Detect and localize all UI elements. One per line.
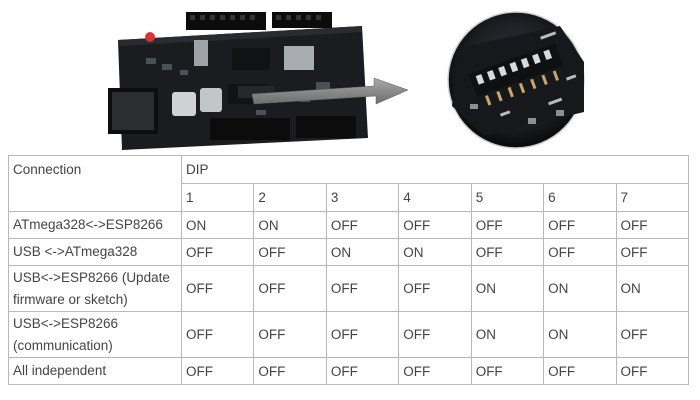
table-header-row: Connection DIP	[8, 155, 689, 212]
row-label: USB<->ESP8266 (communication)	[8, 311, 182, 358]
dip-state: OFF	[325, 265, 400, 312]
dip-state: OFF	[543, 238, 617, 266]
pointer-arrow	[251, 77, 409, 105]
dip-state: OFF	[615, 238, 690, 266]
dip-state: OFF	[253, 265, 327, 312]
dip-number: 6	[543, 183, 617, 212]
dip-state: OFF	[325, 357, 400, 385]
dip-state: OFF	[615, 211, 690, 239]
dip-state: ON	[325, 238, 400, 266]
dip-state: OFF	[180, 357, 255, 385]
board-photo	[108, 12, 368, 150]
dip-state: OFF	[180, 238, 255, 266]
dip-switch-table: Connection DIP 1 2 3 4 5 6 7 ATmega328<-…	[8, 155, 690, 385]
dip-number: 3	[325, 183, 400, 212]
dip-state: ON	[543, 265, 617, 312]
dip-state: OFF	[253, 311, 327, 358]
row-label: USB <->ATmega328	[8, 238, 182, 266]
dip-state: ON	[470, 311, 545, 358]
dip-state: OFF	[180, 311, 255, 358]
dip-state: OFF	[543, 357, 617, 385]
table-row: USB<->ESP8266 (Update firmware or sketch…	[8, 265, 690, 312]
row-label: USB<->ESP8266 (Update firmware or sketch…	[8, 265, 182, 312]
table-row: USB <->ATmega328 OFF OFF ON ON OFF OFF O…	[8, 238, 690, 266]
dip-zoom-photo	[447, 11, 585, 149]
dip-state: OFF	[325, 211, 400, 239]
dip-state: OFF	[253, 357, 327, 385]
dip-state: OFF	[615, 357, 690, 385]
board-illustration	[108, 11, 585, 150]
dip-state: ON	[470, 265, 545, 312]
table-row: USB<->ESP8266 (communication) OFF OFF OF…	[8, 311, 690, 358]
dip-number-row: 1 2 3 4 5 6 7	[9, 183, 690, 212]
dip-header: DIP	[181, 155, 689, 184]
dip-state: OFF	[325, 311, 400, 358]
dip-state: OFF	[615, 311, 690, 358]
dip-state: OFF	[180, 265, 255, 312]
dip-state: OFF	[398, 311, 472, 358]
connection-header: Connection	[8, 155, 182, 212]
row-label: All independent	[8, 357, 182, 385]
dip-number: 7	[615, 183, 690, 212]
dip-state: ON	[180, 211, 255, 239]
dip-state: OFF	[470, 238, 545, 266]
dip-state: ON	[253, 211, 327, 239]
dip-number: 5	[470, 183, 545, 212]
dip-state: OFF	[398, 265, 472, 312]
dip-state: ON	[398, 238, 472, 266]
dip-state: OFF	[543, 211, 617, 239]
table-row: ATmega328<->ESP8266 ON ON OFF OFF OFF OF…	[8, 211, 690, 239]
dip-number: 4	[398, 183, 472, 212]
dip-state: OFF	[470, 357, 545, 385]
dip-state: ON	[615, 265, 690, 312]
dip-state: ON	[543, 311, 617, 358]
dip-number: 2	[253, 183, 327, 212]
dip-state: OFF	[470, 211, 545, 239]
dip-state: OFF	[398, 357, 472, 385]
table-row: All independent OFF OFF OFF OFF OFF OFF …	[8, 357, 690, 385]
dip-state: OFF	[253, 238, 327, 266]
row-label: ATmega328<->ESP8266	[8, 211, 182, 239]
dip-number: 1	[180, 183, 255, 212]
dip-state: OFF	[398, 211, 472, 239]
product-photo-area	[0, 0, 700, 154]
